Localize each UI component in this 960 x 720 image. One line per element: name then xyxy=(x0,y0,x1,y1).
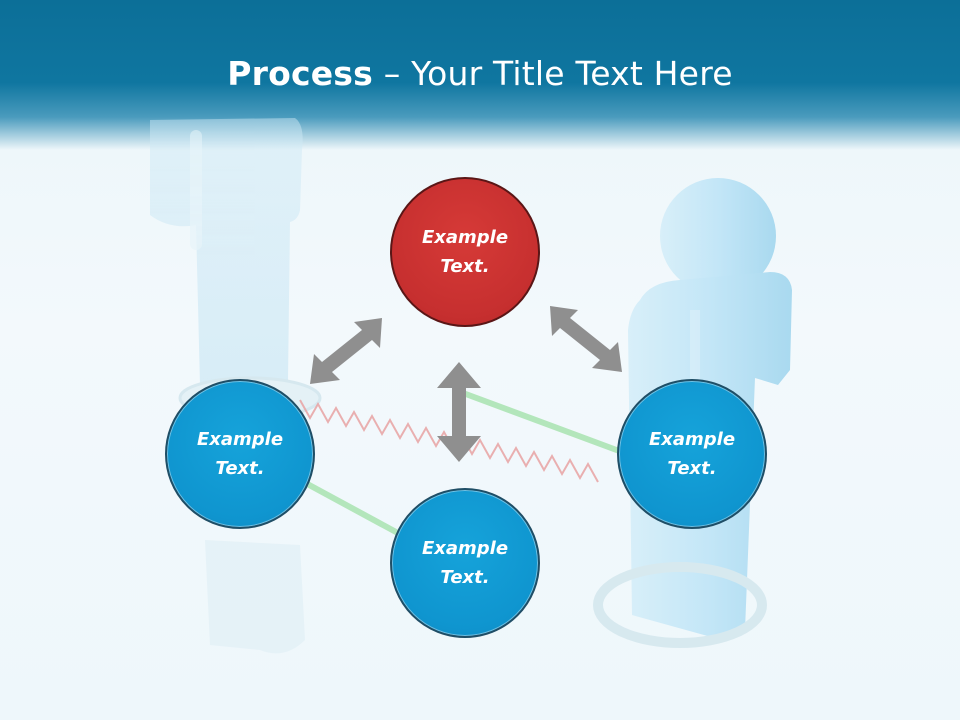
page-title: Process – Your Title Text Here xyxy=(0,52,960,96)
process-node-left: Example Text. xyxy=(165,379,315,529)
node-top-text: Example Text. xyxy=(421,227,509,277)
right-base-ring xyxy=(593,562,767,648)
arrow-top-right xyxy=(550,306,622,372)
process-node-top: Example Text. xyxy=(390,177,540,327)
left-figure-reflection xyxy=(205,540,305,654)
left-person-figure xyxy=(150,118,303,385)
process-node-bottom: Example Text. xyxy=(390,488,540,638)
arrow-top-left xyxy=(310,318,382,384)
arrow-vertical xyxy=(437,362,481,462)
title-separator: – xyxy=(373,54,412,93)
process-node-right: Example Text. xyxy=(617,379,767,529)
node-bottom-text: Example Text. xyxy=(421,538,509,588)
title-rest: Your Title Text Here xyxy=(411,54,733,93)
node-right-text: Example Text. xyxy=(648,429,736,479)
green-bar-upper xyxy=(453,387,632,458)
title-bold: Process xyxy=(227,54,373,93)
node-left-text: Example Text. xyxy=(196,429,284,479)
